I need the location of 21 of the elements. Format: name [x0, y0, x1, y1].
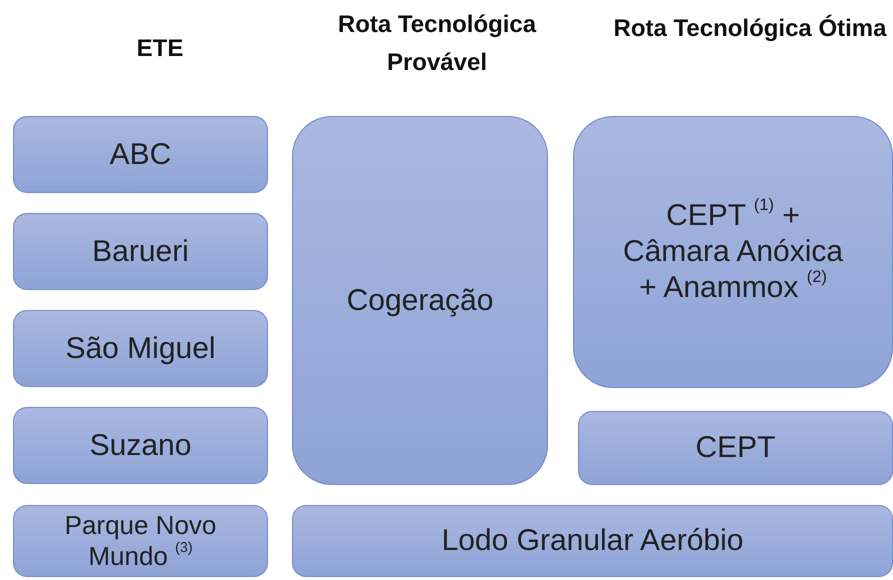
route-box [13, 213, 268, 290]
box-label: Cogeração [346, 282, 494, 318]
route-box [13, 407, 268, 484]
route-box [13, 505, 268, 577]
route-box [578, 411, 893, 485]
box-label: Lodo Granular Aeróbio [442, 523, 744, 559]
box-label: ABC [110, 136, 172, 172]
column-header: Rota Tecnológica Provável [336, 10, 538, 78]
route-box [573, 116, 893, 388]
box-label: São Miguel [65, 330, 216, 366]
route-box [13, 310, 268, 387]
route-box [292, 505, 893, 577]
box-label: CEPT $^{(1)}$ + Câmara Anóxica + Anammox $^{(2)}$ [622, 198, 844, 306]
box-label: CEPT [695, 430, 776, 466]
box-label: Suzano [90, 428, 192, 464]
route-box [13, 116, 268, 193]
column-header: ETE [136, 34, 184, 64]
column-header: Rota Tecnológica Ótima [612, 14, 888, 44]
box-label: Parque Novo Mundo $^{(3)}$ [64, 510, 218, 572]
box-label: Barueri [92, 234, 189, 270]
route-box [292, 116, 548, 485]
